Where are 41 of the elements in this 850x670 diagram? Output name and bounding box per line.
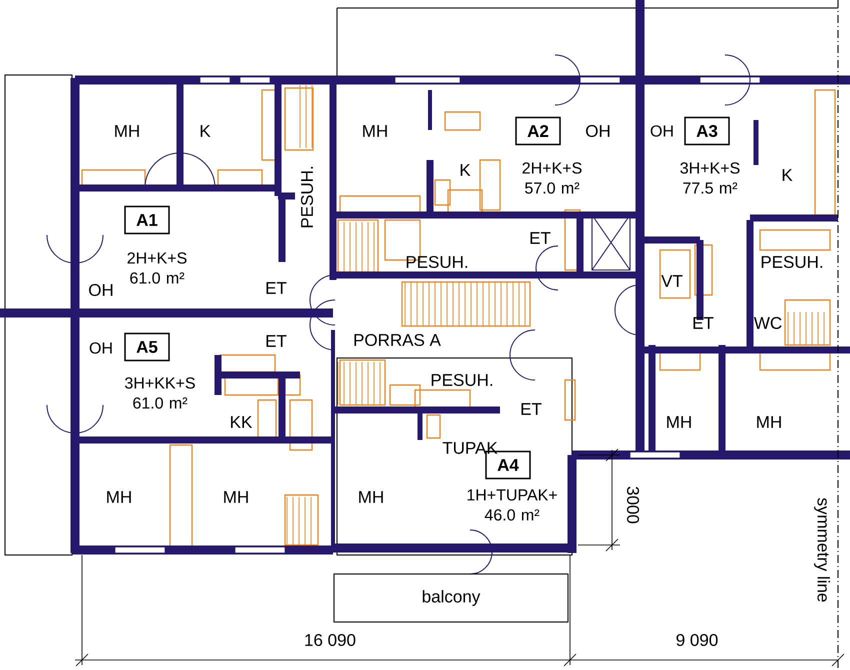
room-label: MH <box>757 416 781 428</box>
room-label: PESUH. <box>300 166 314 228</box>
room-label: PESUH. <box>432 374 492 386</box>
room-label: OH <box>89 284 112 296</box>
room-label: ET <box>266 282 286 294</box>
room-label: K <box>460 164 470 176</box>
room-label: MH <box>224 491 248 503</box>
area-label: 2H+K+S 57.0 m² <box>522 162 582 194</box>
dimension-label: 3000 <box>626 486 640 524</box>
unit-tag: A2 <box>515 116 561 146</box>
room-label: KK <box>231 416 252 428</box>
unit-tag: A3 <box>684 116 730 146</box>
room-label: PESUH. <box>762 256 822 268</box>
area-label: 1H+TUPAK+ 46.0 m² <box>468 489 557 521</box>
room-label: ET <box>522 403 542 415</box>
dimension-label: 9 090 <box>676 634 718 646</box>
room-label: VT <box>661 275 682 287</box>
area-label: 3H+KK+S 61.0 m² <box>125 377 195 409</box>
room-label: ET <box>694 317 714 329</box>
room-label: OH <box>586 124 610 138</box>
area-label: OH <box>650 125 673 137</box>
area-label: 3H+K+S 77.5 m² <box>680 162 740 194</box>
room-label: MH <box>359 491 383 503</box>
room-label: PESUH. <box>406 256 468 268</box>
room-label: K <box>200 125 210 137</box>
unit-tag: A1 <box>124 206 170 234</box>
room-label: MH <box>115 125 139 137</box>
room-label: WC <box>754 316 782 330</box>
room-label: MH <box>667 416 691 428</box>
area-label: OH <box>90 342 112 354</box>
room-label: MH <box>363 125 387 137</box>
balcony-box: balcony <box>334 574 568 622</box>
axis-label: symmetry line <box>814 498 830 602</box>
area-label: 2H+K+S 61.0 m² <box>128 252 187 284</box>
room-label: ET <box>266 335 286 347</box>
room-label: MH <box>107 491 131 503</box>
room-label: K <box>782 169 792 181</box>
unit-tag: A5 <box>124 332 170 362</box>
room-label: ET <box>530 232 550 244</box>
dimension-label: 16 090 <box>305 634 356 646</box>
room-label: PORRAS A <box>354 334 441 346</box>
